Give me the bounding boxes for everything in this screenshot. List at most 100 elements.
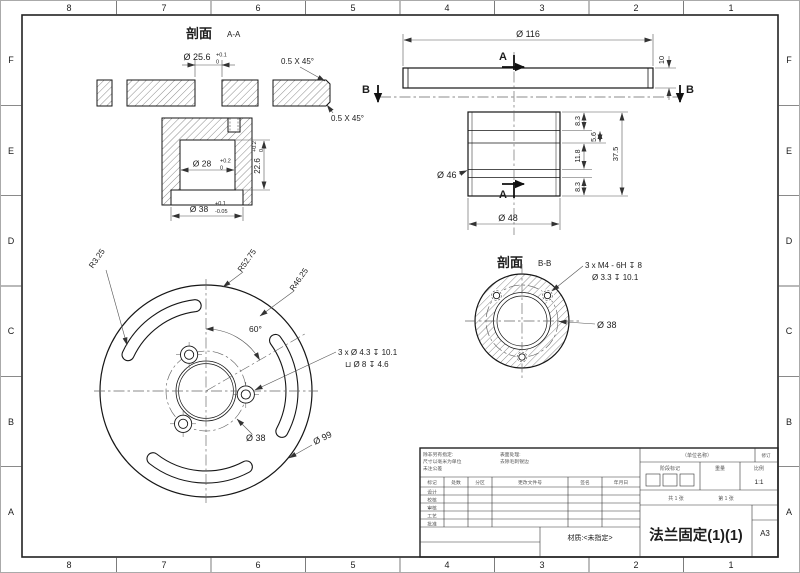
tb-note: 未注公差	[423, 465, 442, 472]
dim-cyl-83a: 8.3	[575, 116, 582, 126]
zone-row: C	[8, 326, 15, 336]
section-bb-title: 剖面	[497, 255, 523, 270]
zone-col: 5	[350, 3, 355, 13]
dim-bb-bc-text: Ø 38	[597, 320, 617, 330]
zone-row: A	[786, 507, 792, 517]
zone-col: 1	[728, 3, 733, 13]
dim-cyl-83b: 8.3	[575, 182, 582, 192]
dim-hub-depth-tol-u: +0.2	[252, 141, 258, 152]
tb-sheet: 第 1 张	[718, 495, 734, 502]
dim-front-bc-text: Ø 38	[246, 433, 266, 443]
callout-chamfer-top: 0.5 X 45°	[281, 57, 326, 82]
tb-note: 去除毛刺锐边	[500, 458, 529, 465]
tb-sign-row: 校核	[427, 497, 437, 504]
tb-rev-header: 分区	[475, 479, 485, 486]
bb-tapped-holes	[490, 289, 554, 364]
tb-rev-header: 处数	[451, 479, 461, 486]
dim-cyl-d46: Ø 46	[437, 170, 468, 180]
dim-hub-depth: 22.6 +0.2 0	[236, 139, 270, 191]
zone-row: A	[8, 507, 14, 517]
zone-row: E	[8, 146, 14, 156]
zone-col: 3	[539, 560, 544, 570]
mark-a-bottom: A	[499, 189, 507, 201]
dim-hub-bore-tol-u: +0.2	[220, 159, 231, 165]
tb-stage-label: 阶段标记	[660, 465, 680, 472]
tb-note: 除非另有指定:	[423, 451, 453, 458]
dim-hub-od-tol-l: -0.05	[215, 209, 228, 215]
dim-hub-bore-text: Ø 28	[193, 159, 212, 169]
dim-bb-bc: Ø 38	[558, 319, 617, 330]
mark-b-left: B	[362, 84, 370, 96]
front-note-line2: ⊔ Ø 8 ↧ 4.6	[345, 360, 389, 369]
zone-col: 6	[255, 3, 260, 13]
dim-plate-thickness: 10	[655, 56, 676, 100]
zone-col: 4	[444, 3, 449, 13]
tb-rev-header: 标记	[427, 479, 437, 486]
chamfer-top-text: 0.5 X 45°	[281, 57, 314, 66]
dim-plate-od-text: Ø 116	[516, 29, 540, 39]
dim-cyl-d48-text: Ø 48	[498, 213, 518, 223]
dim-hub-od-tol-u: +0.1	[215, 201, 226, 207]
dim-flange-bore-tol-u: +0.1	[216, 53, 227, 59]
tb-sign-row: 审核	[427, 505, 437, 512]
zone-col: 1	[728, 560, 733, 570]
dim-cyl-stack: 8.3 11.8 8.3 5.6 37.5	[562, 111, 628, 197]
chamfer-bottom-text: 0.5 X 45°	[331, 114, 364, 123]
dim-flange-bore-text: Ø 25.6	[183, 52, 210, 62]
dim-angle-60: 60°	[205, 324, 262, 361]
mark-a-top: A	[499, 51, 507, 63]
tb-note: 尺寸以毫米为单位	[423, 458, 462, 465]
callout-tapped-holes: 3 x M4 - 6H ↧ 8 Ø 3.3 ↧ 10.1	[551, 261, 642, 292]
zone-col: 6	[255, 560, 260, 570]
tb-sheet-size: A3	[760, 529, 770, 538]
zone-col: 5	[350, 560, 355, 570]
arc-slots	[121, 299, 299, 484]
tb-rev-header: 签名	[580, 479, 590, 486]
zone-row: E	[786, 146, 792, 156]
dim-hub-bore-tol-l: 0	[220, 166, 223, 172]
tb-scale-value: 1:1	[754, 479, 763, 486]
tb-rev-header: 年月日	[614, 479, 628, 486]
tb-weight-label: 重量	[715, 465, 725, 472]
mark-b-right: B	[686, 84, 694, 96]
tb-note: 表面处理:	[500, 451, 521, 458]
zone-row: C	[786, 326, 793, 336]
dim-flange-bore-tol-l: 0	[216, 60, 219, 66]
zone-row: F	[786, 55, 792, 65]
tapped-hole	[515, 350, 529, 364]
zone-col: 2	[633, 560, 638, 570]
tb-rev-headers: 标记 处数 分区 更改文件号 签名 年月日	[427, 479, 628, 486]
tb-sign-row: 工艺	[427, 514, 437, 520]
dim-flange-bore: Ø 25.6 +0.1 0	[182, 52, 235, 77]
zone-col: 8	[66, 560, 71, 570]
tb-sheets: 共 1 张	[668, 495, 684, 502]
tb-material: 材质:<未指定>	[567, 533, 612, 542]
zone-labels: 8 7 6 5 4 3 2 1 8 7 6 5 4 3 2 1 F E D C …	[8, 3, 793, 570]
dim-hub-depth-tol-l: 0	[259, 149, 265, 152]
dim-angle-60-text: 60°	[249, 324, 262, 334]
hub-section	[161, 117, 253, 206]
tb-drawing-title: 法兰固定(1)(1)	[649, 526, 743, 544]
dim-cyl-118: 11.8	[575, 149, 582, 162]
dim-plate-thickness-text: 10	[657, 56, 666, 64]
title-block: 除非另有指定: 尺寸以毫米为单位 未注公差 表面处理: 去除毛刺锐边 标记 处数…	[419, 447, 779, 558]
flange-plate-section	[96, 79, 331, 107]
zone-col: 4	[444, 560, 449, 570]
cutting-line-aa: A A	[499, 51, 525, 235]
view-section-bb: 剖面 B-B 3 x M4 - 6H ↧ 8 Ø 3.3 ↧ 10.1 Ø 38	[465, 255, 642, 378]
dim-hub-od-text: Ø 38	[190, 204, 209, 214]
tb-sign-row: 批准	[427, 521, 437, 528]
zone-row: D	[786, 236, 793, 246]
zone-col: 2	[633, 3, 638, 13]
tb-sign-rows: 设计 校核 审核 工艺 批准	[427, 489, 437, 528]
bb-note-line2: Ø 3.3 ↧ 10.1	[592, 273, 639, 282]
tb-notes: 除非另有指定: 尺寸以毫米为单位 未注公差 表面处理: 去除毛刺锐边	[423, 451, 529, 472]
zone-col: 8	[66, 3, 71, 13]
zone-col: 3	[539, 3, 544, 13]
dim-cyl-d48: Ø 48	[467, 198, 561, 230]
bolt-hole	[233, 382, 259, 408]
view-side: Ø 116 10 B B A A	[362, 29, 694, 235]
zone-row: B	[786, 417, 792, 427]
